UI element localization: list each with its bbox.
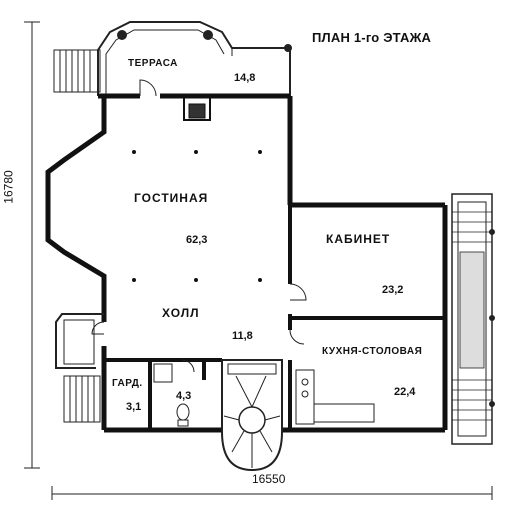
kitchen-counters xyxy=(295,369,375,425)
interior-walls xyxy=(104,205,445,430)
room-name-kitchen: КУХНЯ-СТОЛОВАЯ xyxy=(322,346,423,357)
fireplace xyxy=(183,95,211,121)
plan-title: ПЛАН 1-го ЭТАЖА xyxy=(312,30,432,45)
dimension-height: 16780 xyxy=(1,170,16,204)
room-name-office: КАБИНЕТ xyxy=(326,232,391,246)
room-area-terrace: 14,8 xyxy=(234,72,256,84)
room-area-hall: 11,8 xyxy=(232,330,253,342)
side-porch xyxy=(55,313,104,423)
wc-fixtures xyxy=(153,363,190,427)
columns xyxy=(132,150,262,282)
door-swings xyxy=(91,79,307,373)
dimension-lines xyxy=(24,21,493,500)
room-area-office: 23,2 xyxy=(382,284,404,296)
terrace-outline xyxy=(97,21,292,96)
room-area-wc: 4,3 xyxy=(176,390,192,402)
room-name-living: ГОСТИНАЯ xyxy=(134,191,209,205)
room-area-kitchen: 22,4 xyxy=(394,386,416,398)
room-name-terrace: ТЕРРАСА xyxy=(128,58,178,69)
room-name-hall: ХОЛЛ xyxy=(162,306,200,320)
room-name-wardrobe: ГАРД. xyxy=(112,378,143,389)
terrace-stairs xyxy=(53,49,101,93)
right-deck xyxy=(451,193,495,445)
exterior-walls xyxy=(45,93,448,433)
room-area-wardrobe: 3,1 xyxy=(126,401,142,413)
spiral-stair xyxy=(221,359,283,472)
dimension-width: 16550 xyxy=(252,472,286,486)
room-area-living: 62,3 xyxy=(186,234,208,246)
